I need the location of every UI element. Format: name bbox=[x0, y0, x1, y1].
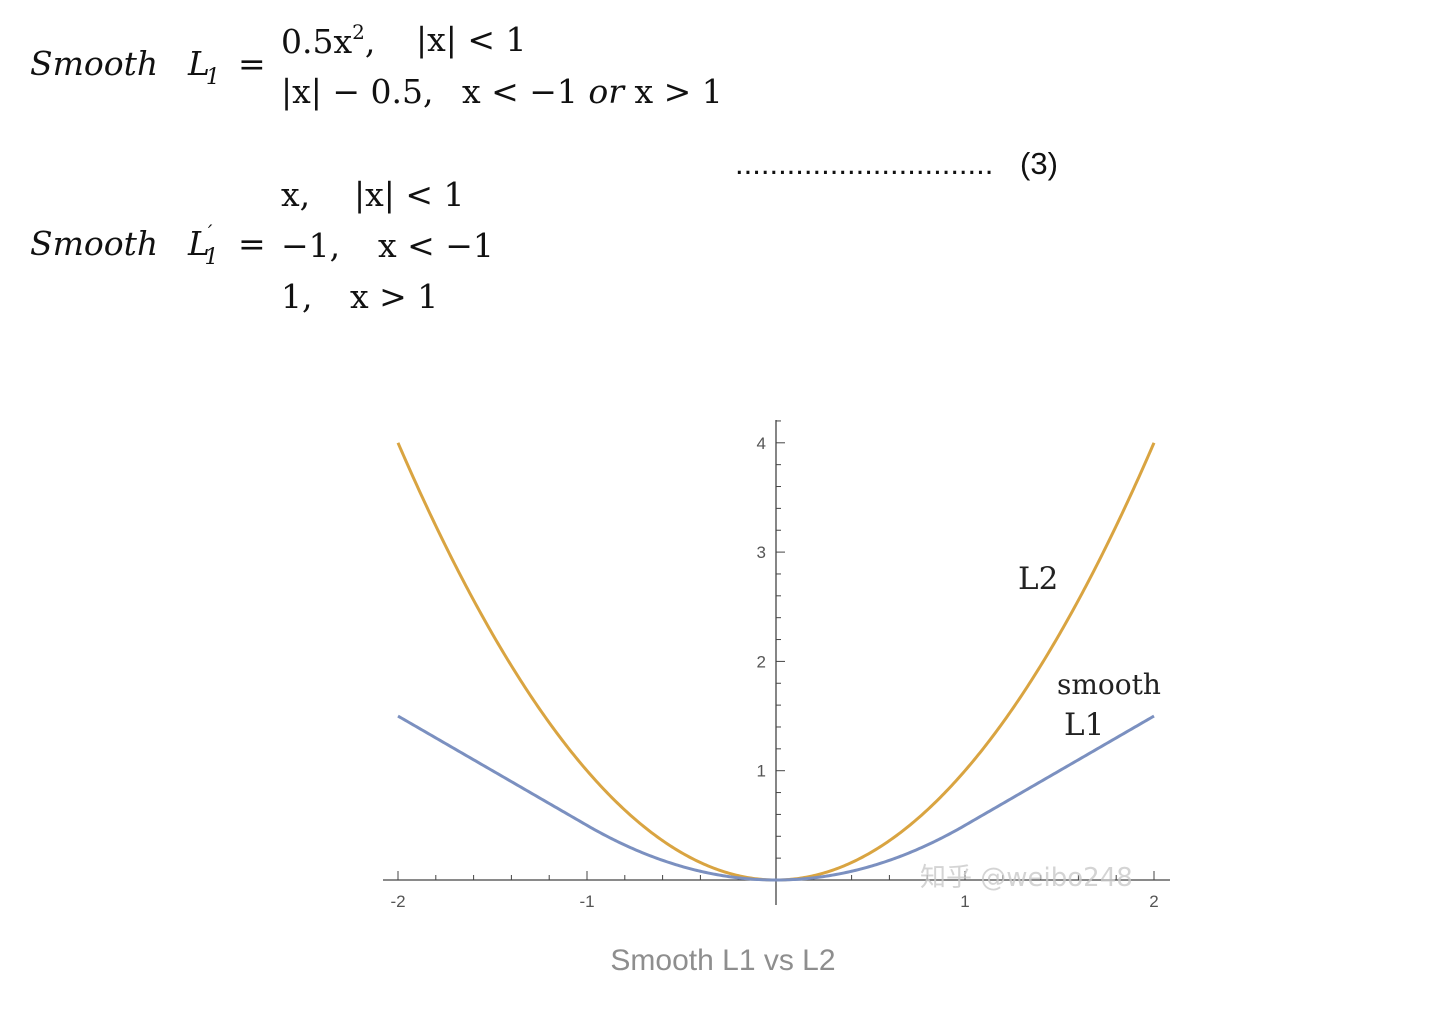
eq1-lhs-word: Smooth bbox=[30, 44, 159, 83]
eq2-lhs-word: Smooth bbox=[30, 224, 159, 263]
eq1-lhs-symbol: L1 bbox=[188, 44, 220, 90]
x-tick-label: -2 bbox=[390, 892, 405, 911]
y-tick-label: 1 bbox=[757, 762, 766, 781]
eq2-case1-expr: x, bbox=[281, 175, 311, 214]
equation-number: (3) bbox=[1020, 146, 1058, 181]
x-tick-label: -1 bbox=[579, 892, 594, 911]
eq2-case2-expr: −1, bbox=[281, 226, 341, 265]
eq1-case2-expr: |x| − 0.5, bbox=[281, 72, 434, 111]
eq2-case3-expr: 1, bbox=[281, 277, 313, 316]
eq1-case2-cond: x < −1 or x > 1 bbox=[462, 72, 723, 111]
eq1-case1-expr: 0.5x2, bbox=[281, 20, 376, 61]
eq2-case3-cond: x > 1 bbox=[350, 277, 439, 316]
y-tick-label: 2 bbox=[757, 652, 766, 671]
eq2-lhs-symbol: L′1 bbox=[188, 220, 219, 270]
equation-leader-dots: .............................. bbox=[735, 146, 994, 181]
smooth-l1-label-line2: L1 bbox=[1064, 707, 1104, 743]
smooth-l1-label-line1: smooth bbox=[1057, 668, 1161, 701]
y-tick-label: 4 bbox=[757, 434, 766, 453]
figure-caption: Smooth L1 vs L2 bbox=[610, 944, 836, 977]
l2-curve-label: L2 bbox=[1018, 561, 1058, 597]
x-tick-label: 2 bbox=[1149, 892, 1158, 911]
x-tick-label: 1 bbox=[960, 892, 969, 911]
y-tick-label: 3 bbox=[757, 543, 766, 562]
eq2-equals: = bbox=[238, 224, 266, 263]
eq2-case2-cond: x < −1 bbox=[378, 226, 494, 265]
chart-series bbox=[396, 442, 1156, 882]
eq1-case1-cond: |x| < 1 bbox=[416, 20, 527, 59]
eq1-equals: = bbox=[238, 44, 266, 83]
chart-axes: -2 -1 1 2 1 2 3 4 bbox=[383, 420, 1170, 911]
smooth-l1-curve bbox=[397, 714, 1155, 882]
watermark-text: 知乎 @weibo248 bbox=[920, 863, 1133, 893]
eq2-case1-cond: |x| < 1 bbox=[354, 175, 465, 214]
